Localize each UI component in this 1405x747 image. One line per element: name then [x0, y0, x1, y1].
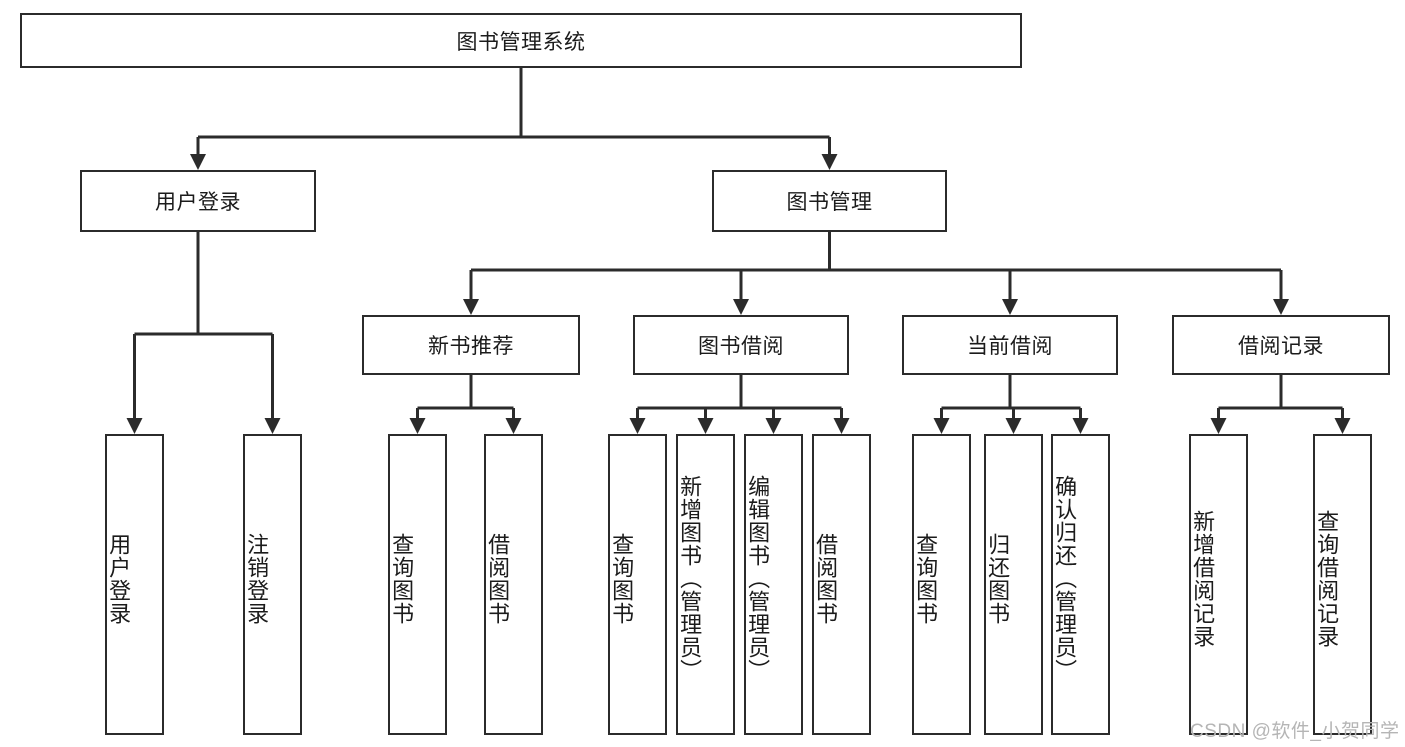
node-label: 当前借阅 — [967, 335, 1053, 358]
node-label: 用户登录 — [106, 532, 132, 625]
edge-book-manage-to-book-borrow-head — [733, 299, 749, 315]
node-leaf-confirm-return[interactable]: 确认归还（管理员） — [1051, 434, 1110, 735]
edge-borrow-record-to-leaf-add-record-head — [1210, 418, 1227, 434]
csdn-watermark: CSDN @软件_小贺同学 — [1190, 721, 1400, 742]
edge-book-borrow-to-leaf-edit-book-head — [765, 418, 782, 434]
node-leaf-edit-book[interactable]: 编辑图书（管理员） — [744, 434, 803, 735]
node-book-borrow[interactable]: 图书借阅 — [633, 315, 849, 375]
edge-book-borrow-to-leaf-borrow-book-2-head — [833, 418, 850, 434]
edge-current-borrow-to-leaf-confirm-return-head — [1072, 418, 1089, 434]
edge-borrow-record-to-leaf-query-record-head — [1334, 418, 1351, 434]
edge-root-to-user-login-head — [190, 154, 206, 170]
node-current-borrow[interactable]: 当前借阅 — [902, 315, 1118, 375]
node-label: 图书管理系统 — [456, 30, 586, 54]
edge-book-borrow-to-leaf-query-book-2-head — [629, 418, 646, 434]
node-label: 编辑图书（管理员） — [745, 475, 771, 682]
node-leaf-query-record[interactable]: 查询借阅记录 — [1313, 434, 1372, 735]
node-label: 归还图书 — [985, 532, 1011, 625]
node-label: 用户登录 — [155, 191, 241, 214]
node-label: 确认归还（管理员） — [1052, 475, 1078, 682]
node-label: 查询图书 — [913, 532, 939, 625]
node-label: 借阅记录 — [1238, 335, 1324, 358]
node-label: 查询图书 — [389, 532, 415, 625]
edge-new-book-rec-to-leaf-borrow-book-1-head — [505, 418, 522, 434]
edge-book-manage-to-current-borrow-head — [1002, 299, 1018, 315]
node-leaf-borrow-book-2[interactable]: 借阅图书 — [812, 434, 871, 735]
node-leaf-return-book[interactable]: 归还图书 — [984, 434, 1043, 735]
node-leaf-logout[interactable]: 注销登录 — [243, 434, 302, 735]
edge-current-borrow-to-leaf-query-book-3-head — [933, 418, 950, 434]
node-leaf-borrow-book-1[interactable]: 借阅图书 — [484, 434, 543, 735]
edge-root-to-book-manage-head — [821, 154, 838, 170]
node-leaf-user-login[interactable]: 用户登录 — [105, 434, 164, 735]
node-borrow-record[interactable]: 借阅记录 — [1172, 315, 1390, 375]
node-user-login[interactable]: 用户登录 — [80, 170, 316, 232]
node-label: 借阅图书 — [813, 532, 839, 625]
node-book-manage[interactable]: 图书管理 — [712, 170, 947, 232]
edge-book-borrow-to-leaf-add-book-head — [697, 418, 714, 434]
edge-user-login-to-leaf-user-login-head — [126, 418, 143, 434]
node-label: 查询借阅记录 — [1314, 509, 1340, 648]
node-leaf-query-book-3[interactable]: 查询图书 — [912, 434, 971, 735]
node-root[interactable]: 图书管理系统 — [20, 13, 1022, 68]
node-label: 借阅图书 — [485, 532, 511, 625]
node-label: 新增借阅记录 — [1190, 509, 1216, 648]
node-new-book-rec[interactable]: 新书推荐 — [362, 315, 580, 375]
node-label: 新增图书（管理员） — [677, 475, 703, 682]
node-leaf-add-record[interactable]: 新增借阅记录 — [1189, 434, 1248, 735]
edge-current-borrow-to-leaf-return-book-head — [1005, 418, 1022, 434]
node-leaf-query-book-1[interactable]: 查询图书 — [388, 434, 447, 735]
edge-book-manage-to-borrow-record-head — [1273, 299, 1289, 315]
edge-book-manage-to-new-book-rec-head — [463, 299, 479, 315]
node-label: 新书推荐 — [428, 335, 514, 358]
node-leaf-add-book[interactable]: 新增图书（管理员） — [676, 434, 735, 735]
node-leaf-query-book-2[interactable]: 查询图书 — [608, 434, 667, 735]
edge-user-login-to-leaf-logout-head — [264, 418, 281, 434]
node-label: 注销登录 — [244, 532, 270, 625]
node-label: 图书借阅 — [698, 335, 784, 358]
node-label: 查询图书 — [609, 532, 635, 625]
node-label: 图书管理 — [786, 191, 873, 214]
edge-new-book-rec-to-leaf-query-book-1-head — [409, 418, 426, 434]
